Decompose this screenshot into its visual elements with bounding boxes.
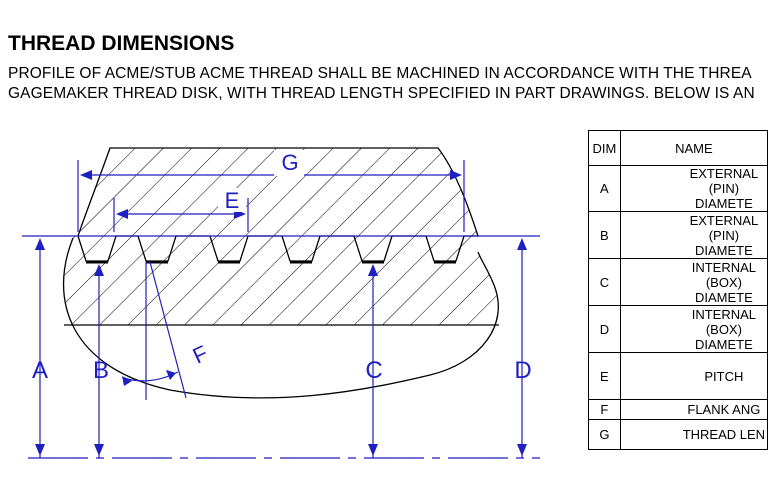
- dim-cell: E: [588, 352, 621, 400]
- table-row: C INTERNAL (BOX) DIAMETE: [588, 258, 768, 306]
- name-text: PITCH: [704, 368, 744, 384]
- table-row: A EXTERNAL (PIN) DIAMETE: [588, 165, 768, 212]
- name-text: FLANK ANG: [687, 402, 761, 417]
- name-cell: PITCH: [619, 352, 768, 400]
- table-row: B EXTERNAL (PIN) DIAMETE: [588, 211, 768, 259]
- name-cell: FLANK ANG: [619, 399, 768, 420]
- dim-cell: C: [588, 258, 621, 306]
- table-row: F FLANK ANG: [588, 399, 768, 420]
- name-text: EXTERNAL (PIN) DIAMETE: [689, 212, 759, 258]
- dim-cell: G: [588, 419, 621, 450]
- name-text: INTERNAL (BOX) DIAMETE: [691, 306, 757, 352]
- header-name: NAME: [619, 130, 768, 166]
- name-cell: INTERNAL (BOX) DIAMETE: [619, 305, 768, 353]
- label-g: G: [281, 150, 298, 175]
- table-row: D INTERNAL (BOX) DIAMETE: [588, 305, 768, 353]
- intro-line-1: PROFILE OF ACME/STUB ACME THREAD SHALL B…: [8, 65, 752, 82]
- name-cell: THREAD LEN: [619, 419, 768, 450]
- label-b: B: [93, 357, 109, 384]
- name-cell: EXTERNAL (PIN) DIAMETE: [619, 211, 768, 259]
- dim-cell: B: [588, 211, 621, 259]
- name-cell: INTERNAL (BOX) DIAMETE: [619, 258, 768, 306]
- label-e: E: [225, 188, 240, 213]
- name-text: EXTERNAL (PIN) DIAMETE: [689, 166, 759, 211]
- table-row: E PITCH: [588, 352, 768, 400]
- table-row: G THREAD LEN: [588, 419, 768, 450]
- dimension-table: DIM NAME A EXTERNAL (PIN) DIAMETE B EXTERNA…: [588, 130, 768, 450]
- name-cell: EXTERNAL (PIN) DIAMETE: [619, 165, 768, 212]
- name-text: THREAD LEN: [682, 427, 766, 442]
- page-title: THREAD DIMENSIONS: [8, 32, 235, 55]
- table-header-row: DIM NAME: [588, 130, 768, 166]
- pin-outline: [62, 237, 499, 399]
- dim-cell: A: [588, 165, 621, 212]
- intro-line-2: GAGEMAKER THREAD DISK, WITH THREAD LENGT…: [8, 85, 755, 102]
- dim-cell: D: [588, 305, 621, 353]
- label-a: A: [32, 357, 48, 384]
- header-dim: DIM: [588, 130, 621, 166]
- dim-cell: F: [588, 399, 621, 420]
- label-d: D: [514, 357, 531, 384]
- name-text: INTERNAL (BOX) DIAMETE: [691, 259, 757, 305]
- label-c: C: [365, 357, 382, 384]
- pin-threads: [63, 236, 499, 325]
